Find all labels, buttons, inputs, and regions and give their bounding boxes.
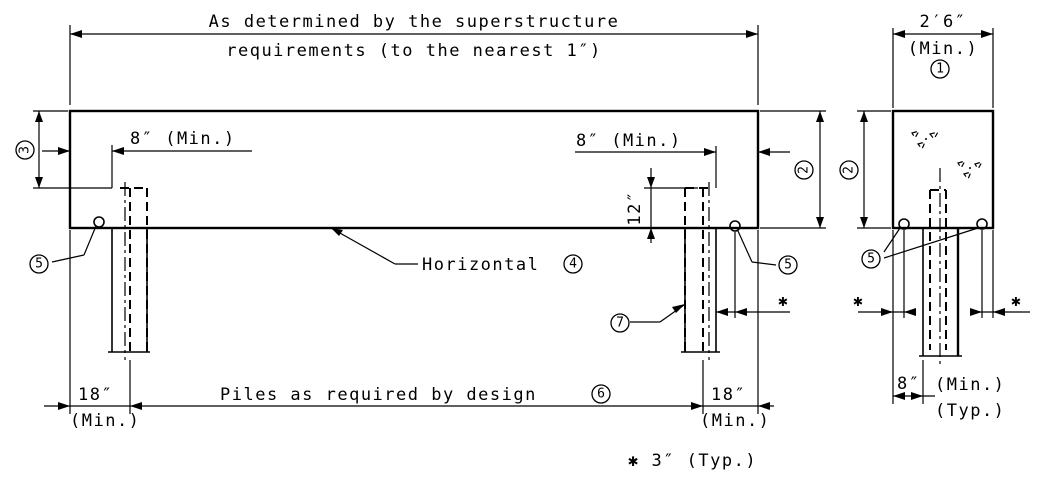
star-mark-section-left: ✱ [853,291,864,310]
star-mark-elevation: ✱ [778,291,789,310]
left-8in-min-label: 8″ (Min.) [130,129,236,149]
overall-length-label-line2: requirements (to the nearest 1″) [226,41,602,61]
star-mark-section-right: ✱ [1011,291,1022,310]
callout-5-right: 5 [778,255,798,275]
right-pile [681,182,720,360]
pile-cap-section [891,109,995,230]
svg-text:5: 5 [867,252,875,267]
svg-text:1: 1 [936,62,944,77]
callout-5-section: 5 [861,249,881,269]
piles-label: Piles as required by design [220,385,537,405]
right-18in-min-label: (Min.) [700,411,770,431]
embed-12in-label: 12″ [625,190,645,225]
callout-1: 1 [930,59,950,79]
horizontal-label: Horizontal [422,255,539,275]
svg-text:5: 5 [784,258,792,273]
section-view: 2′6″ (Min.) 1 2 [839,12,1030,421]
callout-4: 4 [563,254,583,274]
section-8in-typ-label: (Typ.) [935,401,1005,421]
callout-2-elevation: 2 [794,160,814,180]
svg-text:5: 5 [35,257,43,272]
left-pile [108,182,150,360]
svg-text:2: 2 [842,166,857,174]
callout-2-section: 2 [839,160,859,180]
right-18in-label: 18″ [711,385,746,405]
elevation-view: As determined by the superstructure requ… [15,12,826,471]
concrete-hatch [911,130,984,181]
typical-note: ✱ 3″ (Typ.) [628,451,757,471]
section-8in-label: 8″ [897,374,920,394]
callout-3: 3 [15,140,35,160]
overall-length-label-line1: As determined by the superstructure [209,12,620,32]
svg-text:7: 7 [616,316,624,331]
svg-text:4: 4 [569,257,577,272]
section-width-min-label: (Min.) [908,39,978,59]
callout-6: 6 [591,384,611,404]
section-width-label: 2′6″ [920,12,967,32]
section-8in-min-label: (Min.) [935,375,1005,395]
pile-cap-elevation [68,109,760,230]
svg-text:3: 3 [18,146,33,154]
left-18in-min-label: (Min.) [70,411,140,431]
left-18in-label: 18″ [78,385,113,405]
section-pile [919,168,962,365]
right-8in-min-label: 8″ (Min.) [576,131,682,151]
svg-text:6: 6 [597,387,605,402]
callout-5-left: 5 [29,254,49,274]
callout-7: 7 [610,313,630,333]
svg-text:2: 2 [797,166,812,174]
